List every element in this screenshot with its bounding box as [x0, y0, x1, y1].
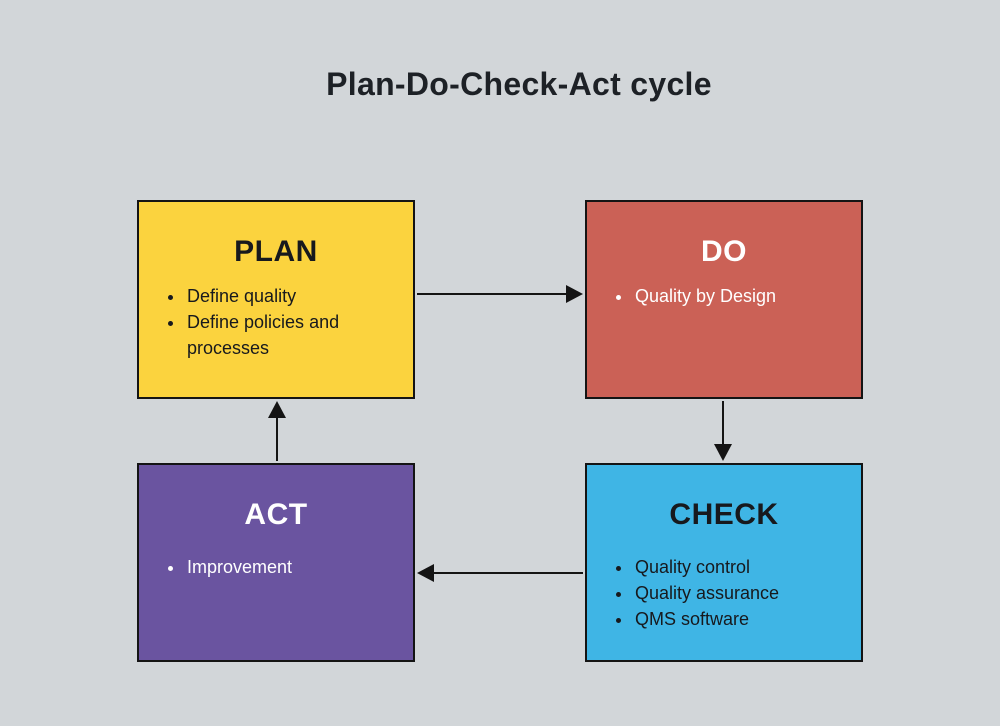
plan-box-list: Define quality Define policies and proce… — [139, 283, 403, 361]
act-box-heading: ACT — [244, 498, 308, 531]
act-box: ACT Improvement — [137, 463, 415, 662]
list-item: Quality control — [633, 554, 851, 580]
list-item: Define quality — [185, 283, 403, 309]
plan-box-heading: PLAN — [234, 235, 318, 268]
list-item: QMS software — [633, 606, 851, 632]
list-item: Improvement — [185, 554, 403, 580]
do-box: DO Quality by Design — [585, 200, 863, 399]
list-item: Quality assurance — [633, 580, 851, 606]
act-box-list: Improvement — [139, 554, 403, 580]
check-box: CHECK Quality control Quality assurance … — [585, 463, 863, 662]
do-box-heading: DO — [701, 235, 747, 268]
check-box-heading: CHECK — [669, 498, 779, 531]
do-box-list: Quality by Design — [587, 283, 851, 309]
check-box-list: Quality control Quality assurance QMS so… — [587, 554, 851, 632]
plan-box: PLAN Define quality Define policies and … — [137, 200, 415, 399]
list-item: Quality by Design — [633, 283, 851, 309]
list-item: Define policies and processes — [185, 309, 403, 361]
page-title: Plan-Do-Check-Act cycle — [326, 66, 712, 102]
